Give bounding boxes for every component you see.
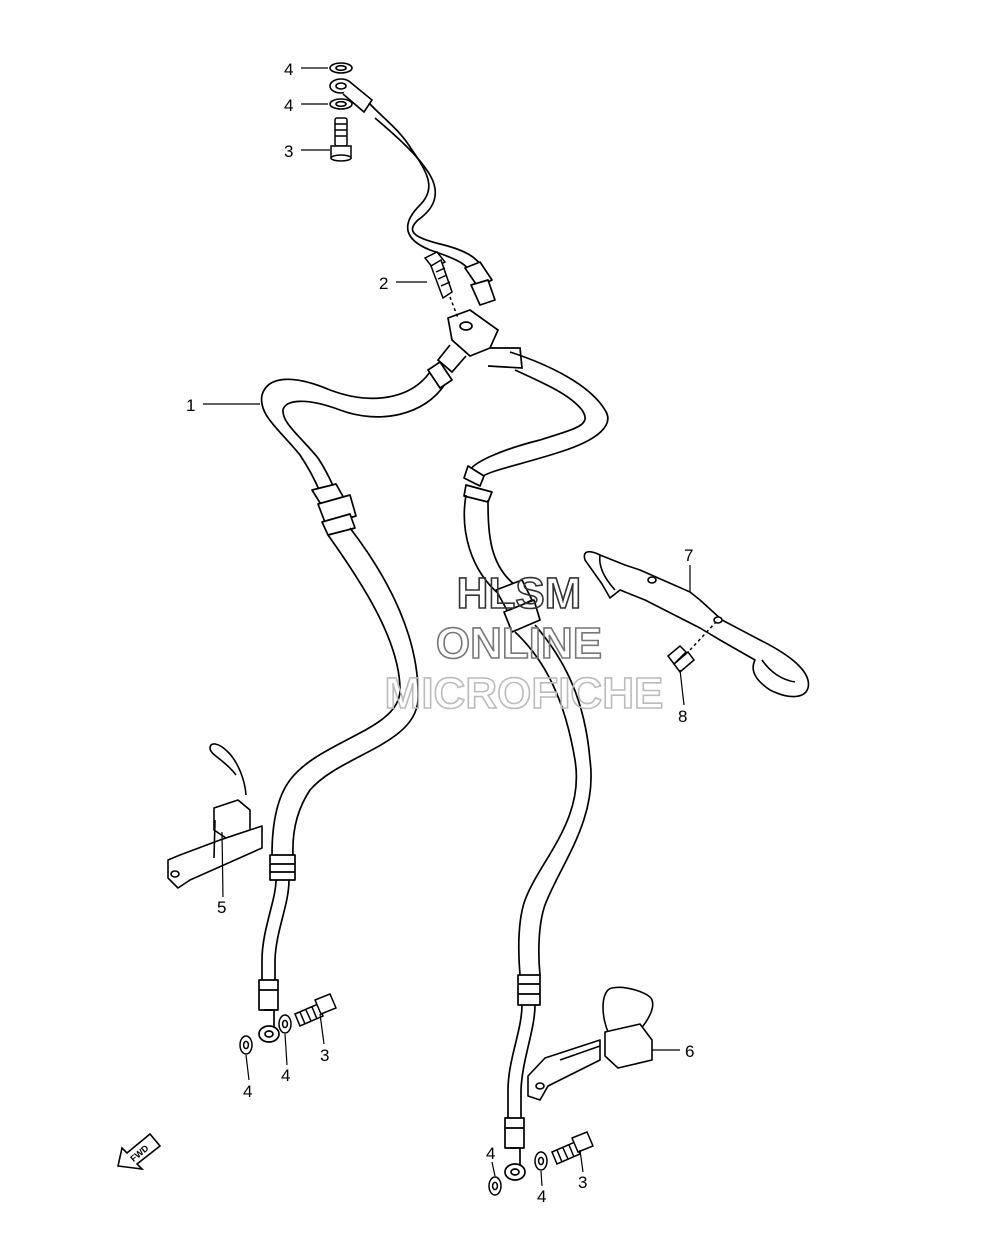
callout-1: 1	[186, 396, 195, 415]
screw-8	[666, 621, 717, 674]
callout-4-top-b: 4	[284, 96, 293, 115]
watermark-line-3: MICROFICHE	[385, 669, 664, 718]
callout-4-right-a: 4	[486, 1144, 495, 1163]
callout-7: 7	[684, 546, 693, 565]
top-banjo-bolt	[330, 117, 352, 162]
left-banjo-bolt	[294, 993, 337, 1027]
callout-2: 2	[379, 274, 388, 293]
top-washer-upper	[329, 62, 353, 74]
left-washer-b	[278, 1014, 292, 1034]
hose-union-joint	[436, 309, 523, 374]
callout-4-left-a: 4	[243, 1082, 252, 1101]
upper-brake-hose	[368, 102, 496, 306]
union-bolt	[423, 251, 459, 319]
callout-8: 8	[678, 707, 687, 726]
left-brake-hose	[258, 361, 453, 1043]
left-washer-a	[239, 1035, 253, 1055]
watermark-line-1: HLSM	[457, 569, 582, 618]
callout-6: 6	[685, 1042, 694, 1061]
right-banjo-bolt	[551, 1131, 594, 1165]
bracket-7	[583, 550, 810, 698]
watermark-line-2: ONLINE	[436, 619, 602, 668]
fwd-arrow: FWD	[117, 1132, 162, 1171]
callout-4-left-b: 4	[281, 1066, 290, 1085]
callout-4-top-a: 4	[284, 60, 293, 79]
callout-3-top: 3	[284, 142, 293, 161]
callout-3-left: 3	[320, 1046, 329, 1065]
bracket-5	[167, 743, 263, 889]
right-washer-b	[534, 1151, 548, 1171]
bracket-6	[527, 986, 654, 1101]
top-washer-lower	[329, 98, 353, 110]
top-banjo-fitting	[329, 78, 374, 114]
leader-lines	[203, 67, 691, 1187]
right-brake-hose	[463, 351, 609, 1181]
callout-3-right: 3	[578, 1173, 587, 1192]
callout-5: 5	[217, 898, 226, 917]
right-washer-a	[488, 1176, 502, 1196]
callout-4-right-b: 4	[537, 1187, 546, 1206]
